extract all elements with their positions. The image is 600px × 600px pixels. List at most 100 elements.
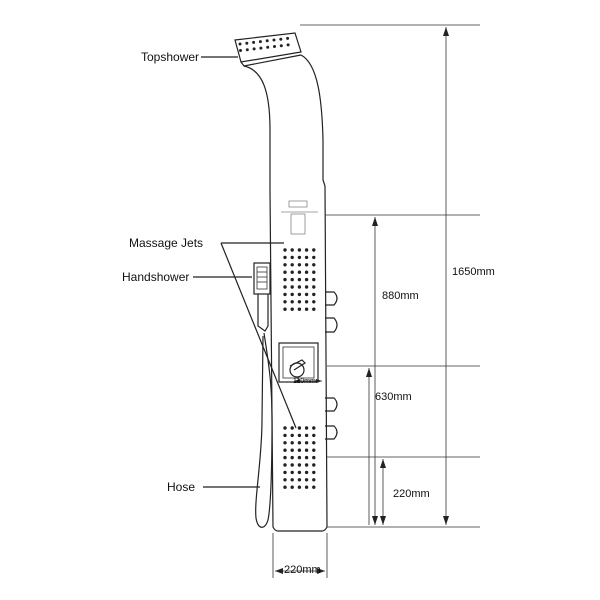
massage-jets-upper: [283, 248, 316, 311]
jet-dot: [283, 485, 287, 489]
jet-dot: [312, 470, 316, 475]
jet-dot: [297, 292, 302, 297]
jet-dot: [239, 49, 242, 52]
jet-dot: [297, 307, 302, 311]
jet-dot: [304, 441, 309, 445]
jet-dot: [290, 463, 294, 467]
wall-bracket: [281, 200, 318, 235]
jet-dot: [245, 41, 249, 45]
jet-dot: [297, 455, 302, 460]
dim-width: 220mm: [284, 564, 321, 576]
jet-dot: [283, 300, 287, 304]
jet-dot: [297, 248, 302, 252]
jet-dot: [290, 455, 294, 460]
jet-dot: [312, 292, 316, 297]
jet-dot: [283, 448, 287, 452]
side-knobs: [325, 291, 338, 440]
jet-dot: [312, 277, 316, 282]
jet-dot: [252, 47, 256, 51]
topshower-head: [234, 32, 302, 63]
dim-mixer-offset: 110mm: [293, 378, 316, 385]
jet-dot: [286, 43, 290, 47]
panel-neck-left: [243, 65, 271, 190]
jet-dot: [304, 433, 309, 438]
jet-dot: [290, 470, 294, 475]
jet-dot: [304, 448, 309, 452]
jet-dot: [304, 485, 309, 489]
jet-dot: [252, 40, 256, 44]
jet-dot: [304, 470, 309, 475]
jet-dot: [297, 441, 302, 445]
jet-dot: [283, 470, 287, 475]
jet-dot: [290, 426, 294, 430]
jet-dot: [265, 39, 269, 43]
jet-dot: [283, 292, 287, 297]
jet-dot: [273, 45, 276, 48]
jet-dot: [312, 307, 316, 311]
jet-dot: [297, 300, 302, 304]
jet-dot: [283, 255, 287, 260]
jet-dot: [312, 463, 316, 467]
jet-dot: [259, 46, 263, 50]
jet-dot: [304, 277, 309, 282]
jet-dot: [304, 455, 309, 460]
jet-dot: [297, 433, 302, 438]
jet-dot: [279, 44, 283, 48]
jet-dot: [290, 285, 294, 289]
jet-dot: [312, 455, 316, 460]
dim-middle-height: 630mm: [375, 391, 412, 403]
jet-dot: [283, 270, 287, 274]
jet-dot: [312, 285, 316, 289]
dim-upper-height: 880mm: [382, 290, 419, 302]
jet-dot: [283, 285, 287, 289]
jet-dot: [297, 478, 302, 482]
jet-dot: [297, 255, 302, 260]
jet-dot: [290, 248, 294, 252]
handshower: [253, 262, 271, 332]
panel-left-edge: [269, 189, 279, 532]
jet-dot: [283, 433, 287, 438]
label-hose: Hose: [167, 480, 195, 494]
jet-dot: [304, 300, 309, 304]
jet-dot: [312, 248, 316, 252]
jet-dot: [304, 478, 309, 482]
jet-dot: [297, 463, 302, 467]
jet-dot: [297, 470, 302, 475]
jet-dot: [266, 45, 270, 49]
jet-dot: [279, 37, 283, 41]
jet-dot: [304, 263, 309, 267]
topshower-nozzles: [238, 36, 290, 52]
jet-dot: [283, 426, 287, 430]
jet-dot: [312, 263, 316, 267]
panel-neck-right: [300, 54, 326, 187]
jet-dot: [238, 42, 242, 46]
jet-dot: [290, 277, 294, 282]
jet-dot: [312, 485, 316, 489]
jet-dot: [258, 40, 262, 44]
jet-dot: [312, 300, 316, 304]
jet-dot: [304, 270, 309, 274]
jet-dot: [304, 285, 309, 289]
jet-dot: [297, 448, 302, 452]
jet-dot: [312, 270, 316, 274]
jet-dot: [297, 426, 302, 430]
jet-dot: [290, 300, 294, 304]
label-topshower: Topshower: [141, 50, 199, 64]
jet-dot: [312, 441, 316, 445]
jet-dot: [297, 263, 302, 267]
jet-dot: [297, 285, 302, 289]
jet-dot: [290, 433, 294, 438]
jet-dot: [297, 277, 302, 282]
label-handshower: Handshower: [122, 270, 189, 284]
jet-dot: [290, 263, 294, 267]
jet-dot: [304, 463, 309, 467]
jet-dot: [297, 270, 302, 274]
jet-dot: [283, 478, 287, 482]
jet-dot: [283, 463, 287, 467]
jet-dot: [304, 248, 309, 252]
jet-dot: [304, 307, 309, 311]
jet-dot: [290, 292, 294, 297]
jet-dot: [283, 455, 287, 460]
